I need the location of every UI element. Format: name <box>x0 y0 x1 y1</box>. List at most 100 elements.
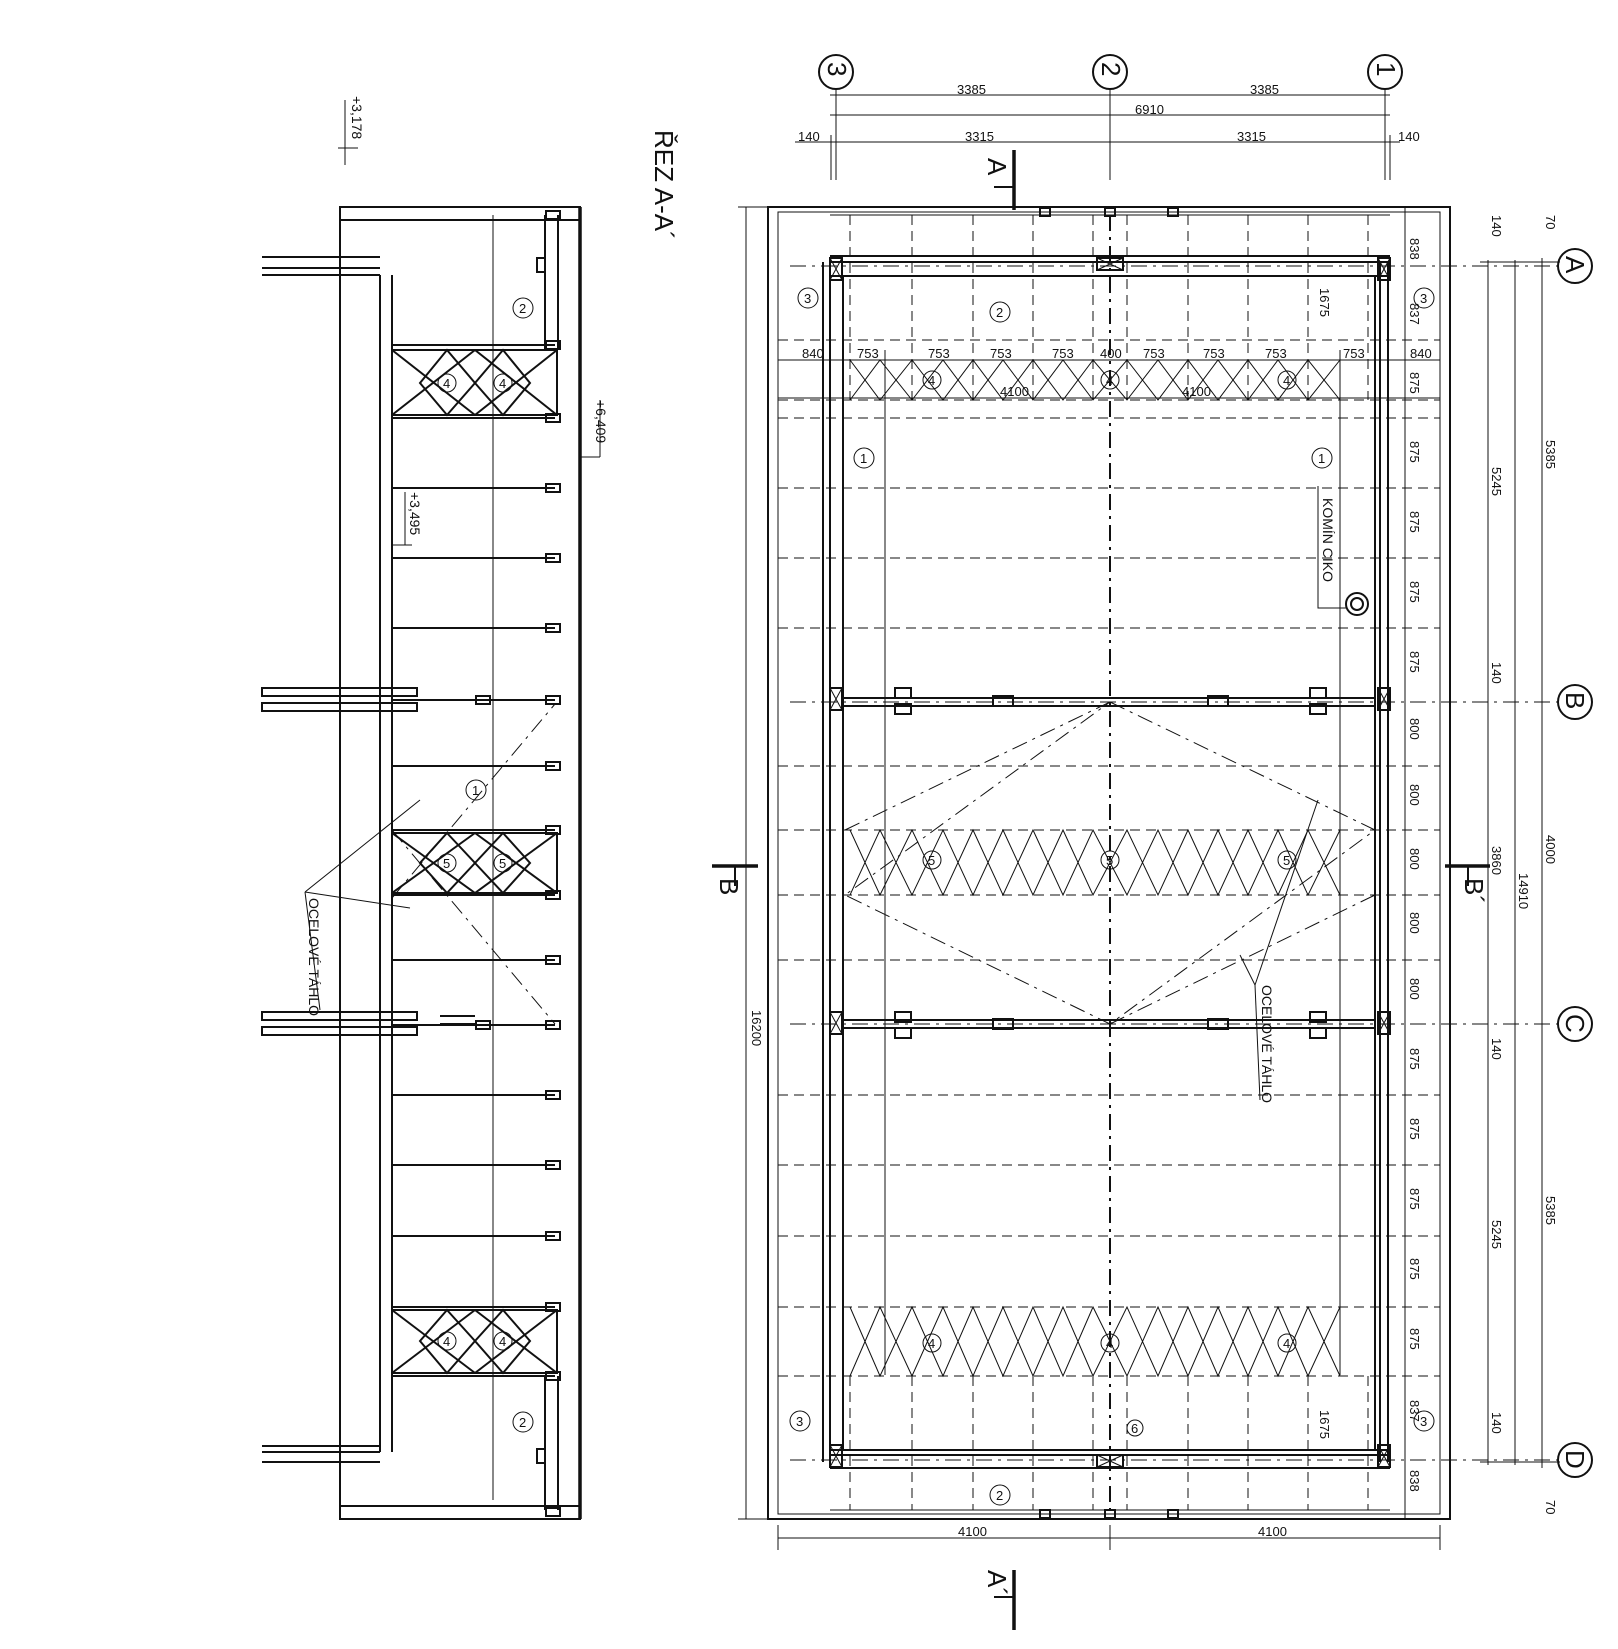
level-mark-right: +6,409 <box>580 400 609 458</box>
top-dimensions: 3385 3385 6910 140 3315 3315 140 <box>795 82 1420 180</box>
dim-inner-8: 753 <box>1265 346 1287 361</box>
plan-marker-4e: 4 <box>1106 1336 1113 1351</box>
grid-row-d: D <box>1560 1450 1590 1469</box>
plan-marker-4b: 4 <box>1106 373 1113 388</box>
plan-tie-beams <box>843 687 1375 1039</box>
dim-inner-4: 753 <box>1052 346 1074 361</box>
grid-col-3: 3 <box>822 62 852 76</box>
section-mark-b: B B´ <box>712 864 1490 904</box>
dim-top-3c: 3315 <box>1237 129 1266 144</box>
right-chain-17: 837 <box>1407 1400 1422 1422</box>
plan-marker-4f: 4 <box>1283 1336 1290 1351</box>
plan-marker-5a: 5 <box>928 853 935 868</box>
steel-tie-text-left: OCELOVÉ TÁHLO <box>306 898 322 1016</box>
dim-inner-1: 753 <box>857 346 879 361</box>
right-chain-16: 875 <box>1407 1328 1422 1350</box>
section-b-right: B´ <box>1459 878 1489 904</box>
plan-markers: 3 3 3 3 2 2 1 1 4 4 4 5 5 5 4 4 4 6 <box>789 287 1435 1506</box>
plan-marker-4c: 4 <box>1283 373 1290 388</box>
right-mid-3: 3860 <box>1489 846 1504 875</box>
section-a-top: A <box>982 158 1012 176</box>
right-outer-3: 5385 <box>1543 1196 1558 1225</box>
right-outer-0: 70 <box>1543 215 1558 229</box>
section-a-bottom: A´ <box>982 1570 1012 1596</box>
marker-4-a: 4 <box>443 376 450 391</box>
dim-inner-9: 753 <box>1343 346 1365 361</box>
right-chain-13: 875 <box>1407 1118 1422 1140</box>
plan-marker-4a: 4 <box>928 373 935 388</box>
plan-columns <box>829 257 1391 1468</box>
dim-inner-3: 753 <box>990 346 1012 361</box>
right-outer-4: 70 <box>1543 1500 1558 1514</box>
grid-rows: A B C D <box>1557 248 1593 1478</box>
section-aa: ŘEZ A-A´ +3,178 <box>261 96 679 1520</box>
left-dimension: 16200 <box>738 206 768 1520</box>
right-mid-4: 140 <box>1489 1038 1504 1060</box>
right-chain-1: 837 <box>1407 303 1422 325</box>
level-inner-text: +3,495 <box>407 492 423 535</box>
plan-view: 3 2 1 3385 3385 6910 140 3315 3315 140 <box>712 54 1593 1630</box>
dim-top-3b: 3315 <box>965 129 994 144</box>
right-chain-2: 875 <box>1407 372 1422 394</box>
section-beams <box>392 210 561 1517</box>
grid-col-2: 2 <box>1096 62 1126 76</box>
chimney-label: KOMÍN CIKO <box>1320 498 1336 582</box>
marker-5-b: 5 <box>499 856 506 871</box>
plan-marker-2b: 2 <box>996 1488 1003 1503</box>
dim-inner-10: 840 <box>1410 346 1432 361</box>
right-outer-2: 4000 <box>1543 835 1558 864</box>
right-chain-10: 800 <box>1407 912 1422 934</box>
chimney: KOMÍN CIKO <box>1317 486 1369 616</box>
dim-bottom-b: 4100 <box>1258 1524 1287 1539</box>
right-chain-15: 875 <box>1407 1258 1422 1280</box>
right-mid-5: 5245 <box>1489 1220 1504 1249</box>
plan-marker-3a: 3 <box>804 291 811 306</box>
grid-columns: 3 2 1 <box>818 54 1403 90</box>
plan-marker-4d: 4 <box>928 1336 935 1351</box>
plan-marker-1a: 1 <box>860 451 867 466</box>
right-mid-1: 5245 <box>1489 467 1504 496</box>
plan-marker-5c: 5 <box>1283 853 1290 868</box>
level-mark-inner: +3,495 <box>392 492 423 546</box>
dim-top-1a: 3385 <box>957 82 986 97</box>
dim-top-1b: 3385 <box>1250 82 1279 97</box>
dim-inner-5: 400 <box>1100 346 1122 361</box>
plan-rafters <box>849 215 1369 1510</box>
marker-2-b: 2 <box>519 1415 526 1430</box>
marker-5-a: 5 <box>443 856 450 871</box>
level-top-text: +3,178 <box>349 96 365 139</box>
marker-4-d: 4 <box>499 1334 506 1349</box>
right-chain-6: 875 <box>1407 651 1422 673</box>
steel-tie-label-left: OCELOVÉ TÁHLO <box>304 799 421 1016</box>
steel-tie-label-right: OCELOVÉ TÁHLO <box>1239 799 1319 1103</box>
dim-top-3a: 140 <box>798 129 820 144</box>
plan-purlins <box>778 339 1440 1377</box>
dim-top-total: 6910 <box>1135 102 1164 117</box>
dim-top-3d: 140 <box>1398 129 1420 144</box>
right-chain-8: 800 <box>1407 784 1422 806</box>
level-right-text: +6,409 <box>593 400 609 443</box>
grid-row-b: B <box>1560 692 1590 709</box>
dim-1675-bottom: 1675 <box>1317 1410 1332 1439</box>
section-markers: 2 2 4 4 4 4 5 5 1 <box>437 297 534 1433</box>
plan-marker-2a: 2 <box>996 305 1003 320</box>
plan-main-beams <box>822 255 1390 1469</box>
right-chain-7: 800 <box>1407 718 1422 740</box>
marker-4-c: 4 <box>443 1334 450 1349</box>
right-total: 14910 <box>1516 873 1531 909</box>
right-chain-9: 800 <box>1407 848 1422 870</box>
section-bracing <box>391 348 558 1375</box>
right-chain-12: 875 <box>1407 1048 1422 1070</box>
section-b-left: B <box>714 878 744 895</box>
section-title: ŘEZ A-A´ <box>649 130 679 240</box>
plan-marker-3c: 3 <box>796 1414 803 1429</box>
right-chain-0: 838 <box>1407 238 1422 260</box>
right-mid-2: 140 <box>1489 662 1504 684</box>
steel-tie-text-right: OCELOVÉ TÁHLO <box>1259 985 1275 1103</box>
right-mid-6: 140 <box>1489 1412 1504 1434</box>
grid-col-1: 1 <box>1371 62 1401 76</box>
right-chain-18: 838 <box>1407 1470 1422 1492</box>
inner-dimensions: 840 753 753 753 753 400 753 753 753 753 … <box>778 346 1440 399</box>
level-mark-top: +3,178 <box>338 96 365 165</box>
section-cantilevers <box>261 256 475 1463</box>
